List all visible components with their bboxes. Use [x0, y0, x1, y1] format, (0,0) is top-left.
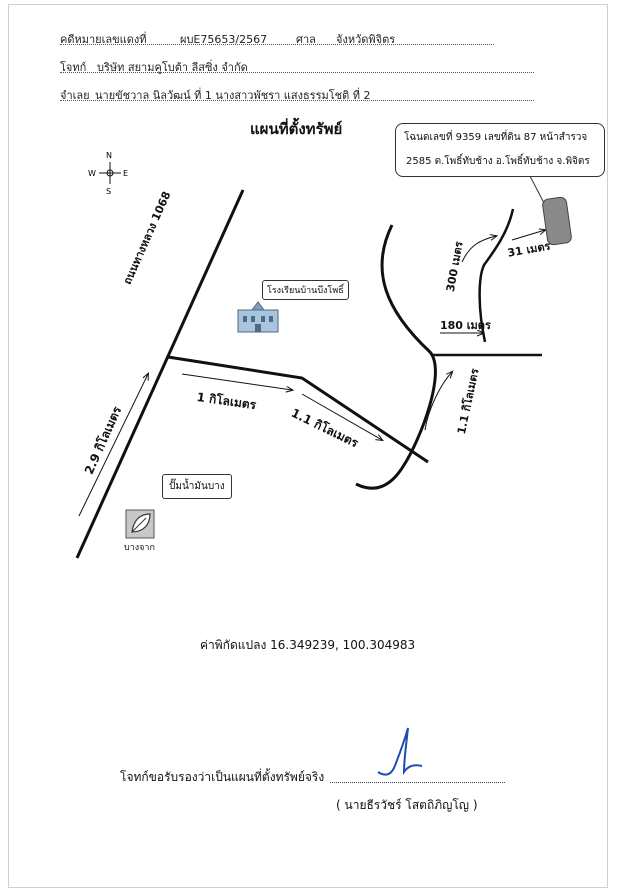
deed-line-1: โฉนดเลขที่ 9359 เลขที่ดิน 87 หน้าสำรวจ	[404, 132, 588, 143]
case-dotted-line	[60, 44, 494, 45]
local-road	[355, 224, 437, 490]
compass-s: S	[106, 187, 111, 196]
signature-line	[330, 782, 505, 783]
compass-e: E	[123, 169, 128, 178]
bangchak-logo-icon	[125, 509, 155, 539]
branch-road	[167, 355, 429, 464]
gas-station-label: ปั๊มน้ำมันบาง	[162, 474, 232, 499]
signer-name: ( นายธีรวัชร์ โสตถิภิญโญ )	[336, 798, 478, 812]
distance-180m: 180 เมตร	[440, 319, 491, 332]
arrow-highway	[78, 374, 148, 517]
arrow-31m	[511, 230, 545, 241]
gas-brand-label: บางจาก	[124, 543, 155, 553]
page-border	[8, 4, 608, 888]
school-icon	[237, 301, 279, 333]
court-label: ศาล	[296, 33, 316, 46]
coordinates: ค่าพิกัดแปลง 16.349239, 100.304983	[200, 638, 416, 652]
access-road	[478, 208, 515, 343]
signature	[377, 727, 423, 776]
compass-rose: N S E W	[88, 151, 128, 196]
case-label: คดีหมายเลขแดงที่	[60, 33, 147, 46]
plaintiff-label: โจทก์	[60, 61, 87, 74]
school-label: โรงเรียนบ้านบึงโพธิ์	[262, 280, 349, 300]
arrow-branch-1	[181, 373, 292, 390]
deed-callout-pointer	[512, 175, 546, 206]
highway-road	[75, 189, 245, 559]
property-plot	[542, 196, 572, 246]
certify-text: โจทก์ขอรับรองว่าเป็นแผนที่ตั้งทรัพย์จริง	[120, 770, 325, 784]
arrow-300m	[461, 236, 496, 263]
plaintiff-dotted-line	[60, 72, 534, 73]
plaintiff-name: บริษัท สยามคูโบต้า ลีสซิ่ง จำกัด	[97, 61, 248, 74]
compass-n: N	[106, 151, 112, 160]
defendant-label: จำเลย	[60, 89, 90, 102]
court-name: จังหวัดพิจิตร	[336, 33, 396, 46]
defendant-name: นายขัชวาล นิลวัฒน์ ที่ 1 นางสาวพัชรา แสง…	[95, 89, 371, 102]
arrow-branch-2	[301, 393, 382, 440]
defendant-dotted-line	[60, 100, 534, 101]
deed-callout: โฉนดเลขที่ 9359 เลขที่ดิน 87 หน้าสำรวจ 2…	[395, 123, 605, 177]
map-title: แผนที่ตั้งทรัพย์	[250, 120, 343, 138]
case-number: ผบE75653/2567	[180, 33, 268, 46]
compass-w: W	[88, 169, 96, 178]
arrow-local-north	[424, 372, 452, 431]
deed-line-2: 2585 ต.โพธิ์ทับช้าง อ.โพธิ์ทับช้าง จ.พิจ…	[406, 156, 590, 167]
